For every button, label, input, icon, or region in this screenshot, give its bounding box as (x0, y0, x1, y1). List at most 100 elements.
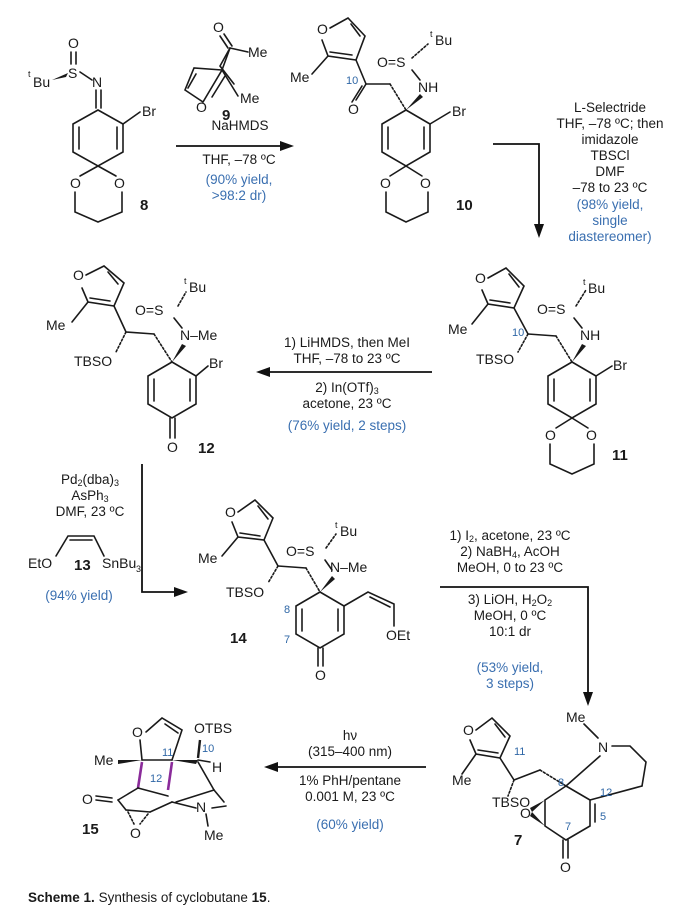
caption-text: Synthesis of cyclobutane (98, 890, 248, 905)
arrow-8-to-10 (176, 141, 294, 151)
svg-text:O: O (463, 722, 474, 738)
compound-label-9: 9 (222, 107, 230, 124)
svg-text:SnBu: SnBu (102, 555, 136, 571)
svg-text:N: N (196, 799, 206, 815)
svg-text:Br: Br (209, 355, 223, 371)
svg-text:O=S: O=S (377, 54, 405, 70)
svg-text:O: O (132, 724, 143, 740)
atom-o: O (70, 175, 81, 191)
svg-text:7: 7 (284, 634, 290, 646)
svg-text:O: O (196, 99, 207, 115)
atom-tbu: Bu (33, 74, 50, 90)
svg-text:H: H (212, 759, 222, 775)
scheme-caption: Scheme 1. Synthesis of cyclobutane 15. (28, 890, 271, 905)
step-8-10-reagent: NaHMDS (211, 118, 269, 133)
svg-text:12: 12 (150, 773, 162, 785)
svg-text:OEt: OEt (386, 627, 410, 643)
atom-br: Br (142, 103, 156, 119)
svg-text:NH: NH (418, 79, 438, 95)
compound-label-10: 10 (456, 197, 473, 214)
compound-label-12: 12 (198, 440, 215, 457)
svg-text:O: O (545, 427, 556, 443)
svg-text:Br: Br (613, 357, 627, 373)
svg-text:O: O (73, 267, 84, 283)
svg-text:N: N (598, 739, 608, 755)
svg-text:O: O (213, 19, 224, 35)
svg-text:Bu: Bu (340, 523, 357, 539)
compound-7-structure: O Me 11 TBSO Me N 8 12 5 7 O O 7 (452, 709, 647, 875)
compound-label-7: 7 (514, 832, 522, 849)
step-8-10-yield-line1: (90% yield, (205, 172, 273, 187)
svg-text:Bu: Bu (588, 280, 605, 296)
svg-text:Me: Me (452, 772, 472, 788)
svg-text:Me: Me (204, 827, 224, 843)
svg-text:O: O (225, 504, 236, 520)
svg-text:10: 10 (202, 743, 214, 755)
svg-text:12: 12 (600, 787, 612, 799)
svg-text:10: 10 (346, 75, 358, 87)
svg-text:OTBS: OTBS (194, 720, 232, 736)
svg-text:O: O (317, 21, 328, 37)
atom-n: N (92, 74, 102, 90)
svg-text:O=S: O=S (537, 301, 565, 317)
compound-9-structure: O Me Me O 9 (184, 19, 268, 124)
compound-10-structure: O Me 10 O t Bu O=S NH Br O O 10 (290, 16, 473, 223)
compound-8-structure: O S t Bu N Br O O 8 (28, 35, 156, 223)
svg-text:t: t (184, 276, 187, 286)
svg-text:8: 8 (284, 604, 290, 616)
svg-text:10: 10 (512, 327, 524, 339)
svg-text:11: 11 (514, 746, 525, 758)
svg-text:N–Me: N–Me (330, 559, 368, 575)
compound-label-11: 11 (612, 447, 628, 464)
svg-text:EtO: EtO (28, 555, 52, 571)
compound-label-14: 14 (230, 630, 247, 647)
svg-text:Me: Me (566, 709, 586, 725)
svg-text:Me: Me (290, 69, 310, 85)
svg-text:3: 3 (136, 564, 141, 574)
svg-text:7: 7 (565, 821, 571, 833)
svg-text:O: O (82, 791, 93, 807)
compound-13-structure: EtO 13 SnBu 3 (28, 535, 141, 574)
svg-text:N–Me: N–Me (180, 327, 218, 343)
atom-o: O (114, 175, 125, 191)
caption-compound: 15 (251, 890, 267, 905)
svg-text:TBSO: TBSO (476, 351, 514, 367)
svg-text:Me: Me (448, 321, 468, 337)
arrow-7-to-15 (264, 762, 426, 772)
step-8-10-conditions: THF, –78 ºC (202, 152, 276, 167)
svg-text:t: t (335, 520, 338, 530)
svg-text:t: t (583, 277, 586, 287)
svg-text:Me: Me (248, 44, 268, 60)
svg-text:O=S: O=S (286, 543, 314, 559)
svg-text:Me: Me (198, 550, 218, 566)
svg-text:O: O (380, 175, 391, 191)
svg-text:O: O (167, 439, 178, 455)
svg-text:Me: Me (240, 90, 260, 106)
svg-text:Bu: Bu (435, 32, 452, 48)
svg-text:Bu: Bu (189, 279, 206, 295)
compound-15-structure: O OTBS 10 H Me 11 12 O N Me O 15 (82, 717, 232, 843)
compound-label-8: 8 (140, 197, 148, 214)
svg-text:O: O (420, 175, 431, 191)
compound-11-structure: O Me 10 TBSO t Bu O=S NH Br O O 11 (448, 267, 628, 475)
svg-text:O: O (560, 859, 571, 875)
compound-label-15: 15 (82, 821, 99, 838)
svg-text:O: O (520, 805, 531, 821)
svg-text:O=S: O=S (135, 302, 163, 318)
atom-s: S (68, 65, 77, 81)
arrow-10-to-11 (493, 143, 544, 238)
compound-12-structure: O Me TBSO t Bu O=S N–Me Br O 12 (46, 265, 223, 457)
svg-text:TBSO: TBSO (492, 794, 530, 810)
svg-text:Me: Me (94, 752, 114, 768)
svg-text:8: 8 (558, 777, 564, 789)
svg-text:t: t (28, 69, 31, 79)
svg-text:TBSO: TBSO (226, 584, 264, 600)
svg-text:5: 5 (600, 811, 606, 823)
svg-text:O: O (130, 825, 141, 841)
arrow-11-to-12 (256, 367, 432, 377)
atom-o: O (68, 35, 79, 51)
svg-text:Me: Me (46, 317, 66, 333)
arrow-12-to-14 (141, 464, 188, 597)
svg-text:O: O (348, 101, 359, 117)
